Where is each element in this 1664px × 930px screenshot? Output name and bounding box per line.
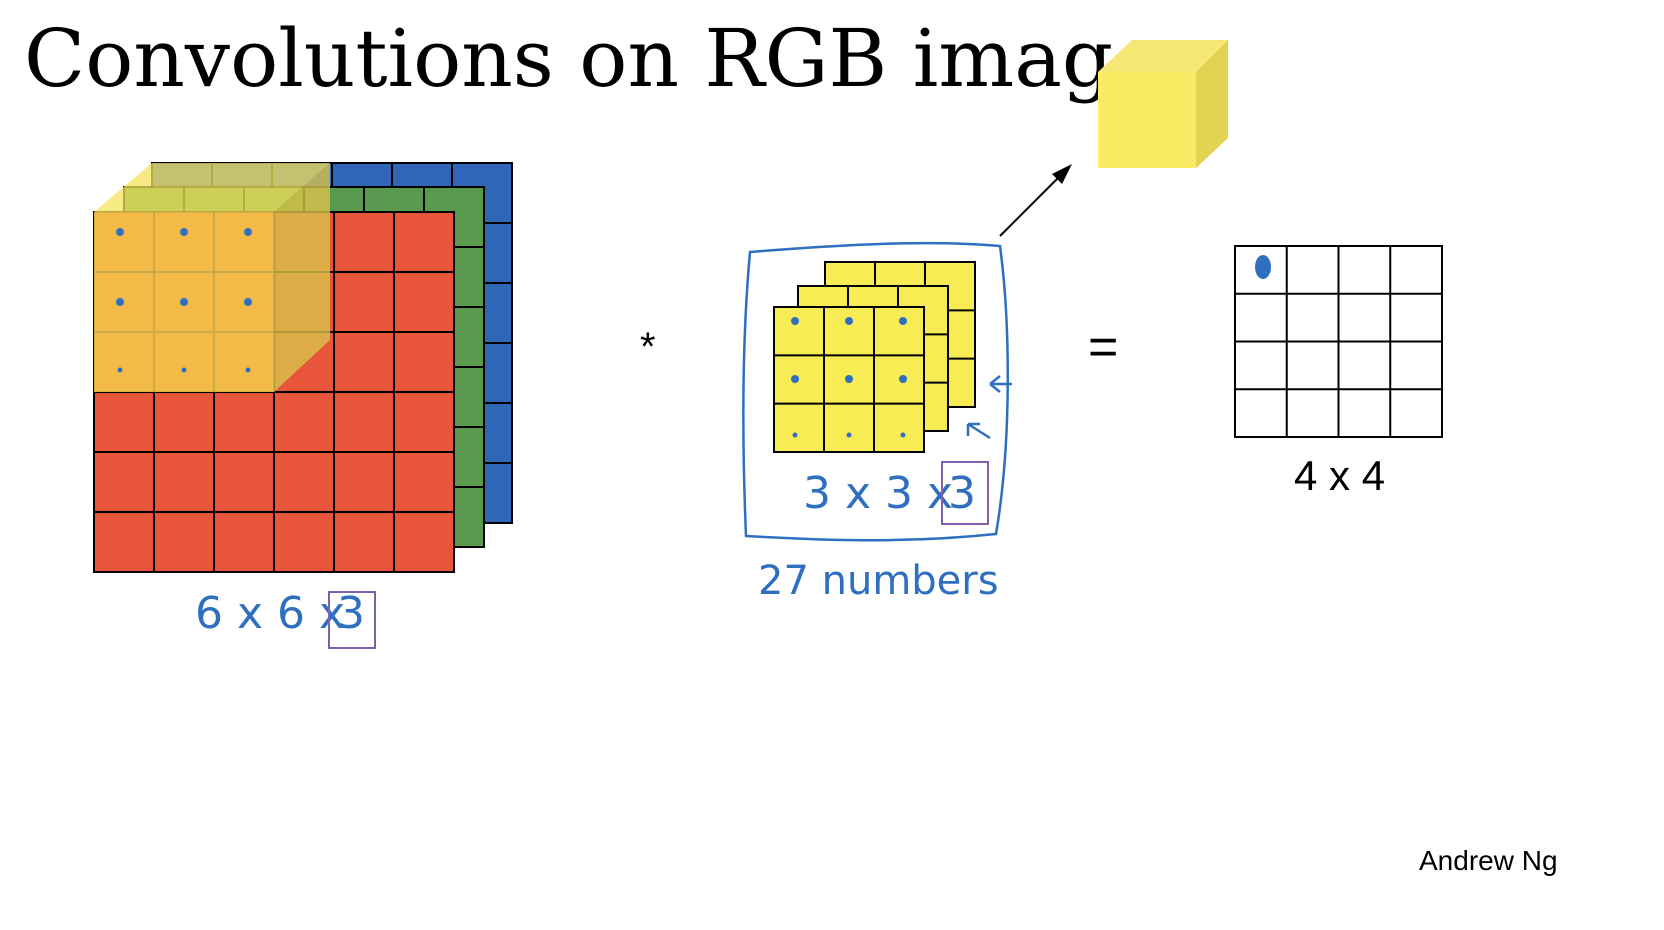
handwritten-dot: [180, 228, 188, 236]
output-first-cell-mark: [1255, 255, 1271, 279]
handwritten-dot: [180, 298, 188, 306]
filter-dims-text: 3 x 3 x: [803, 468, 953, 519]
handwritten-dot: [791, 317, 799, 325]
input-dimension-label: 6 x 6 x 3: [195, 588, 376, 649]
handwritten-dot: [846, 432, 852, 438]
handwritten-dot: [244, 228, 252, 236]
filter-count-note: 27 numbers: [758, 558, 999, 604]
handwritten-dot: [899, 317, 907, 325]
input-dims-text: 6 x 6 x: [195, 588, 345, 639]
author-credit: Andrew Ng: [1419, 845, 1558, 876]
handwritten-dot: [181, 367, 187, 373]
slide-title: Convolutions on RGB image: [24, 12, 1160, 105]
equals-operator: =: [1088, 318, 1118, 376]
input-channels-boxed: 3: [337, 588, 365, 639]
pointer-arrow-lower: [966, 422, 991, 440]
filter-layer-front: [773, 306, 925, 453]
pointer-arrow-upper: [989, 375, 1012, 393]
input-volume: [93, 162, 513, 573]
handwritten-dot: [845, 375, 853, 383]
filter-channel-box-outline: [941, 461, 989, 525]
handwritten-dot: [116, 298, 124, 306]
handwritten-dot: [244, 298, 252, 306]
filter-cube-icon: [1098, 40, 1228, 168]
channel-box-outline: [328, 591, 376, 649]
filter-enclosing-outline: [742, 241, 1009, 542]
filter-channels-boxed: 3: [948, 468, 976, 519]
output-grid: [1234, 245, 1443, 438]
handwritten-dot: [900, 432, 906, 438]
filter-dimension-label: 3 x 3 x 3: [803, 461, 989, 525]
handwritten-dot: [116, 228, 124, 236]
handwritten-dot: [792, 432, 798, 438]
filter-overlay-on-input: [94, 163, 330, 392]
handwritten-dot: [899, 375, 907, 383]
arrow-to-cube: [999, 164, 1072, 237]
filter-volume: [742, 241, 1012, 542]
handwritten-dot: [117, 367, 123, 373]
handwritten-dot: [791, 375, 799, 383]
output-dimension-label: 4 x 4: [1294, 452, 1385, 499]
handwritten-dot: [245, 367, 251, 373]
convolution-operator: *: [640, 325, 656, 369]
handwritten-dot: [845, 317, 853, 325]
